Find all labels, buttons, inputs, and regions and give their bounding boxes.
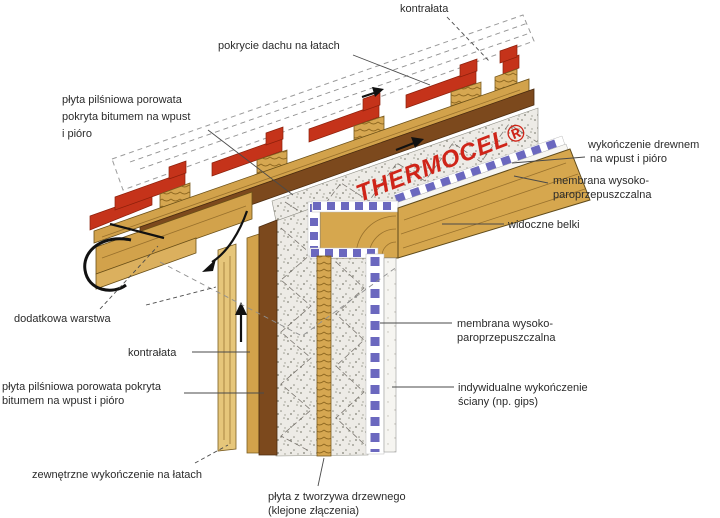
- label-widoczne-belki: widoczne belki: [507, 219, 580, 231]
- leader-lines: [99, 16, 586, 487]
- label-kontralata-left: kontrałata: [128, 347, 177, 359]
- airflow-arrowhead: [372, 87, 384, 97]
- label-plyta-roof: i pióro: [62, 128, 92, 140]
- label-plyta-roof: płyta pilśniowa porowata: [62, 94, 183, 106]
- leader-dodatkowa: [99, 245, 159, 310]
- covering-overlap-line: [139, 32, 531, 170]
- roof-covering-plane: [111, 14, 535, 191]
- tile-battens: [89, 44, 520, 231]
- label-membrana-top: membrana wysoko-: [553, 175, 649, 187]
- leader-plyta-drzewna: [317, 457, 325, 487]
- wall-wood-panel: [316, 255, 332, 457]
- leader-kontralata-top: [446, 16, 491, 63]
- label-wykonczenie-drewnem: wykończenie drewnem: [587, 139, 699, 151]
- labels: kontrałata pokrycie dachu na łatach płyt…: [2, 3, 699, 517]
- insulation-stitch-wall: [280, 227, 312, 453]
- outer-battens: [217, 243, 237, 452]
- leader-zewnetrzne: [194, 444, 229, 464]
- label-indywidualne: ściany (np. gips): [458, 396, 538, 408]
- wall-gypsum-finish: [383, 257, 397, 453]
- wall-counter-batten: [246, 233, 260, 454]
- airflow-arrow-eave: [211, 210, 249, 263]
- label-indywidualne: indywidualne wykończenie: [458, 382, 588, 394]
- label-kontralata-top: kontrałata: [400, 3, 449, 15]
- label-membrana-mid: paroprzepuszczalna: [457, 332, 556, 344]
- wall-assembly: [217, 135, 591, 457]
- airflow-arrowhead: [202, 259, 216, 272]
- label-pokrycie: pokrycie dachu na łatach: [218, 40, 340, 52]
- roof-assembly: [83, 14, 539, 292]
- wall-fiberboard: [258, 219, 278, 456]
- label-plyta-drzewna: (klejone złączenia): [268, 505, 359, 517]
- label-membrana-mid: membrana wysoko-: [457, 318, 553, 330]
- leader-dodatkowa: [145, 286, 217, 306]
- airflow-arrowhead: [411, 137, 424, 148]
- leader-plyta-roof: [207, 129, 294, 196]
- leader-membrana-top: [513, 175, 549, 184]
- rafter-eave: [95, 191, 253, 290]
- covering-overlap-line: [129, 22, 529, 163]
- airflow-arrow-battengap: [361, 92, 375, 98]
- label-plyta-roof: pokryta bitumem na wpust: [62, 111, 190, 123]
- rafter-tail-board: [95, 237, 197, 290]
- label-membrana-top: paroprzepuszczalna: [553, 189, 652, 201]
- label-dodatkowa: dodatkowa warstwa: [14, 313, 111, 325]
- label-zewnetrzne: zewnętrzne wykończenie na łatach: [32, 469, 202, 481]
- airflow-arrowhead: [235, 302, 247, 315]
- gutter: [83, 222, 165, 292]
- label-plyta-wall: bitumem na wpust i pióro: [2, 395, 124, 407]
- label-wykonczenie-drewnem: na wpust i pióro: [590, 153, 667, 165]
- label-plyta-drzewna: płyta z tworzywa drzewnego: [268, 491, 406, 503]
- airflow-arrows: [202, 87, 424, 342]
- visible-beam: [397, 148, 591, 259]
- membrane-corner: [307, 200, 399, 259]
- airflow-arrow-roofgap: [395, 141, 415, 152]
- leader-pokrycie: [352, 54, 431, 86]
- label-plyta-wall: płyta pilśniowa porowata pokryta: [2, 381, 162, 393]
- leader-wykonczenie: [511, 156, 586, 164]
- membrane-wall: [365, 253, 385, 455]
